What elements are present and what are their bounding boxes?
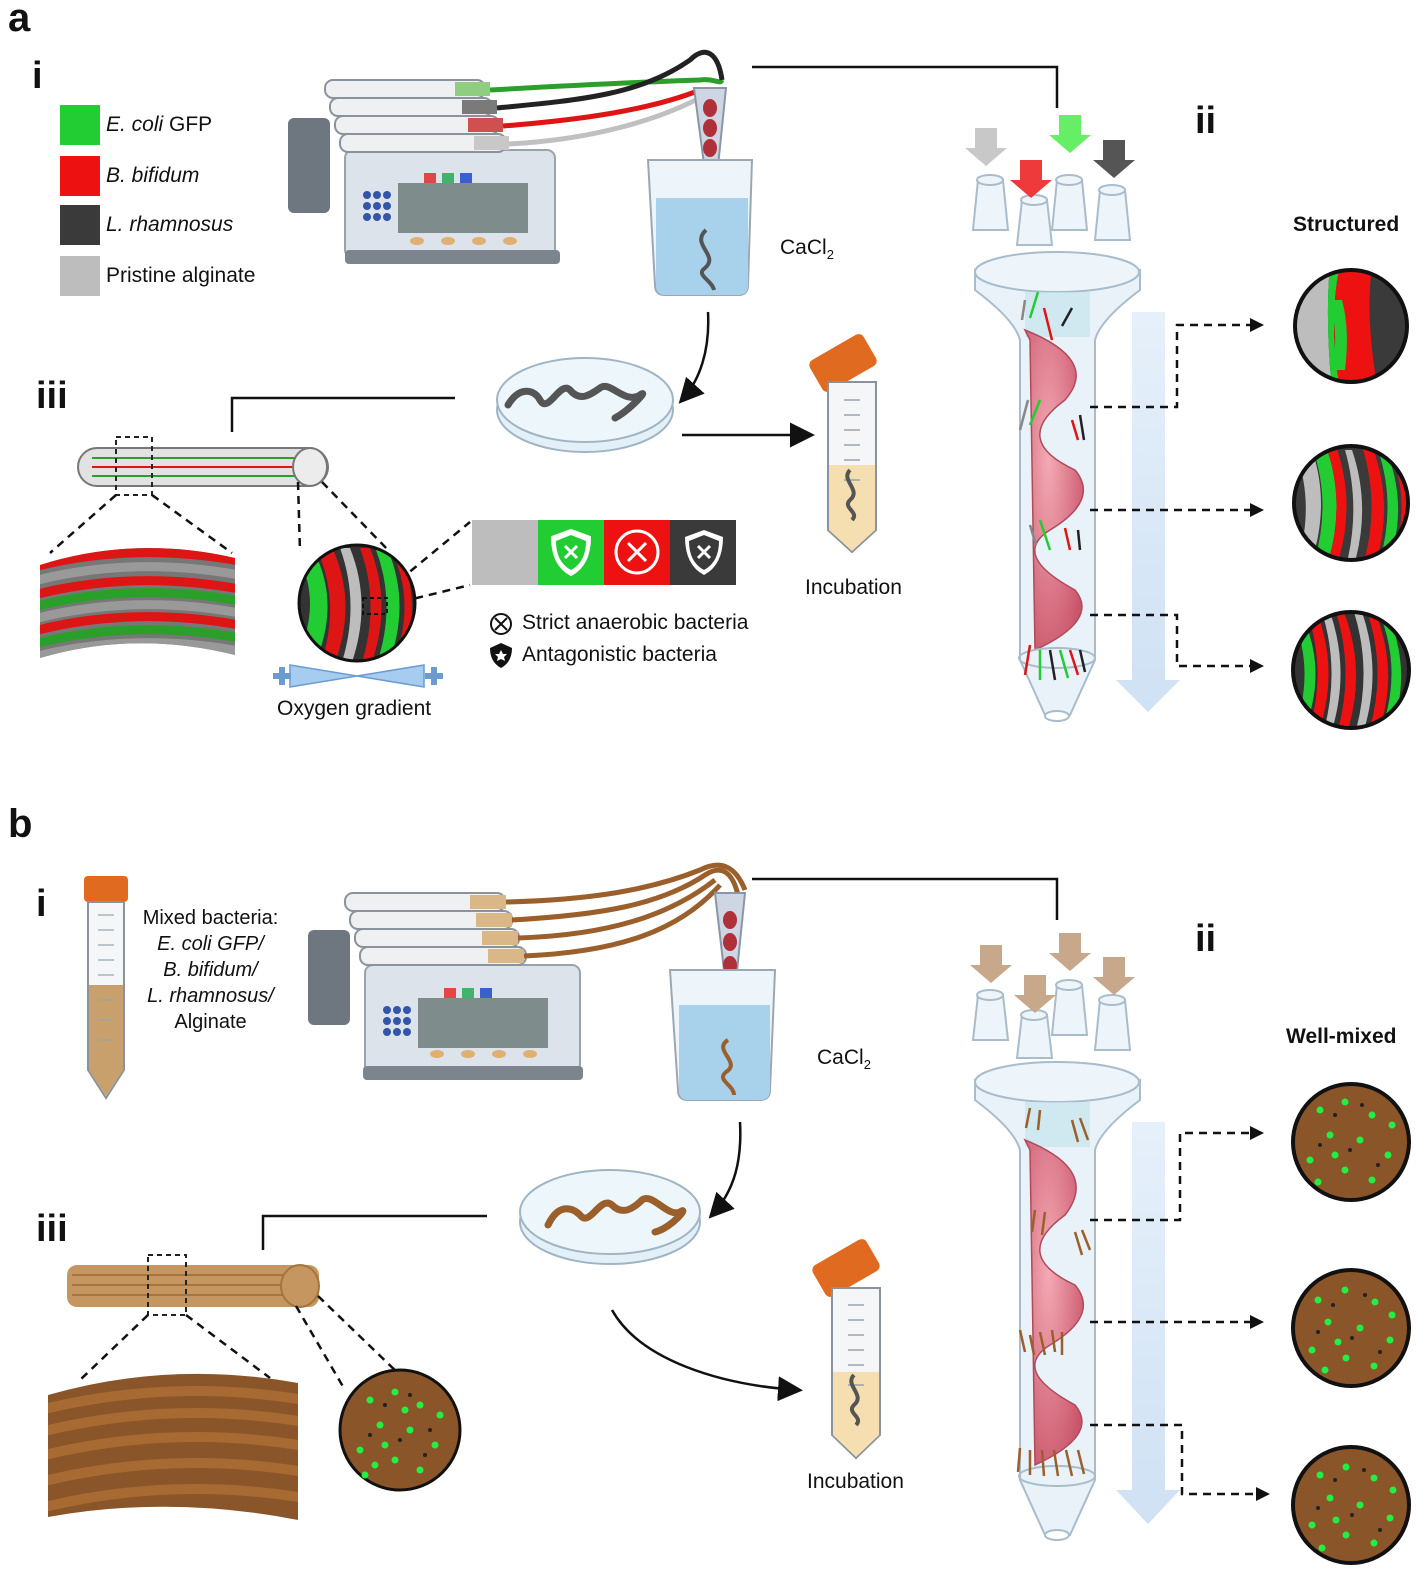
inner-stream-arrows-b	[1016, 1107, 1092, 1477]
panel-b-label: b	[8, 802, 33, 846]
legend-lrhamnosus: L. rhamnosus	[60, 205, 233, 245]
mixed-line-4: L. rhamnosus/	[147, 985, 274, 1007]
petri-dish-a	[496, 357, 674, 453]
flow-direction-arrow-a	[1116, 312, 1180, 712]
legend-icons-a	[490, 613, 512, 668]
panel-a-ii-label: ii	[1195, 100, 1217, 142]
structured-label: Structured	[1293, 213, 1400, 236]
dashed-connectors-a	[1090, 323, 1250, 668]
microfluidic-device-b	[971, 979, 1141, 1541]
legend-alginate: Pristine alginate	[60, 256, 255, 296]
oxygen-gradient-label: Oxygen gradient	[277, 697, 432, 720]
well-mixed-label: Well-mixed	[1286, 1025, 1397, 1048]
structured-section-3	[1293, 612, 1409, 728]
swatch-dark	[60, 205, 100, 245]
hydrogel-fiber-a	[77, 436, 329, 496]
legend-alginate-plain: Pristine alginate	[106, 264, 256, 287]
cross-section-a-border	[297, 543, 417, 663]
legend-ecoli: E. coli GFP	[60, 105, 212, 145]
connector-arrowheads-a	[1250, 318, 1264, 673]
panel-b-ii-label: ii	[1195, 918, 1217, 960]
cacl2-label-a: CaCl2	[780, 236, 834, 263]
legend-lrhamnosus-italic: L. rhamnosus	[106, 213, 234, 236]
arrow-to-petri-a	[678, 311, 710, 404]
layered-section-a	[40, 548, 235, 658]
mixed-line-2: E. coli GFP/	[157, 933, 264, 955]
connector-arrowheads-b	[1250, 1126, 1270, 1501]
tubing-a	[489, 49, 725, 147]
cross-circle-icon	[614, 529, 660, 575]
structured-section-1	[1295, 270, 1407, 382]
strict-anaerobic-label: Strict anaerobic bacteria	[522, 611, 749, 634]
cross-section-b	[338, 1368, 462, 1492]
swatch-green	[60, 105, 100, 145]
panel-a-label: a	[8, 0, 31, 40]
beaker-a	[646, 159, 754, 296]
inlet-arrows-b	[970, 933, 1135, 1013]
legend-ecoli-plain: GFP	[163, 113, 213, 136]
connector-ii-a	[752, 65, 1059, 108]
mixed-line-1: Mixed bacteria:	[142, 907, 279, 929]
layered-section-b	[48, 1373, 298, 1520]
falcon-tube-a	[809, 334, 877, 554]
strict-anaerobic-icon	[490, 613, 512, 635]
inner-stream-arrows-a	[1018, 291, 1087, 681]
connector-iii-a	[230, 396, 455, 432]
panel-b-i-label: i	[36, 883, 47, 925]
microfluidic-device-a	[971, 174, 1141, 722]
syringe-pump-b	[308, 892, 583, 1080]
bacteria-property-strip	[472, 520, 736, 585]
zoom-box-a	[362, 597, 388, 615]
mixed-bacteria-tube	[84, 876, 128, 1100]
mixed-bacteria-label: Mixed bacteria: E. coli GFP/ B. bifidum/…	[128, 905, 293, 1035]
antagonistic-label: Antagonistic bacteria	[522, 643, 717, 666]
dashed-connectors-b	[1090, 1131, 1256, 1496]
panel-b-iii-label: iii	[36, 1208, 68, 1250]
cacl2-label-b: CaCl2	[817, 1046, 871, 1073]
incubation-label-b: Incubation	[807, 1470, 904, 1493]
nozzle-beads-b	[723, 911, 737, 974]
arrow-to-petri-b	[708, 1121, 742, 1219]
panel-a-i-label: i	[32, 55, 43, 97]
well-mixed-section-2	[1291, 1268, 1411, 1388]
legend-bbifidum: B. bifidum	[60, 156, 199, 196]
incubation-label-a: Incubation	[805, 576, 902, 599]
connector-iii-b	[261, 1214, 487, 1250]
petri-dish-b	[519, 1169, 701, 1265]
hydrogel-fiber-b	[67, 1254, 320, 1316]
nozzle-beads-a	[703, 99, 717, 157]
falcon-tube-b	[812, 1239, 881, 1460]
connector-ii-b	[752, 877, 1059, 920]
swatch-red	[60, 156, 100, 196]
oxygen-gradient-bar	[273, 664, 443, 688]
panel-a-iii-label: iii	[36, 375, 68, 417]
zoom-lines-b	[79, 1295, 401, 1391]
well-mixed-section-3	[1291, 1445, 1411, 1565]
structured-section-2	[1294, 446, 1408, 560]
legend-ecoli-italic: E. coli	[106, 113, 164, 136]
tubing-b	[505, 862, 748, 959]
swatch-gray	[60, 256, 100, 296]
mixed-line-3: B. bifidum/	[163, 959, 258, 981]
syringe-pump-a	[288, 79, 560, 264]
inlet-arrows-a	[965, 115, 1135, 198]
legend-bbifidum-italic: B. bifidum	[106, 164, 200, 187]
well-mixed-section-1	[1291, 1082, 1411, 1202]
beaker-b	[668, 969, 777, 1101]
cross-section-a	[299, 545, 415, 661]
arrow-to-tube-b	[610, 1309, 803, 1402]
mixed-line-5: Alginate	[174, 1011, 247, 1033]
